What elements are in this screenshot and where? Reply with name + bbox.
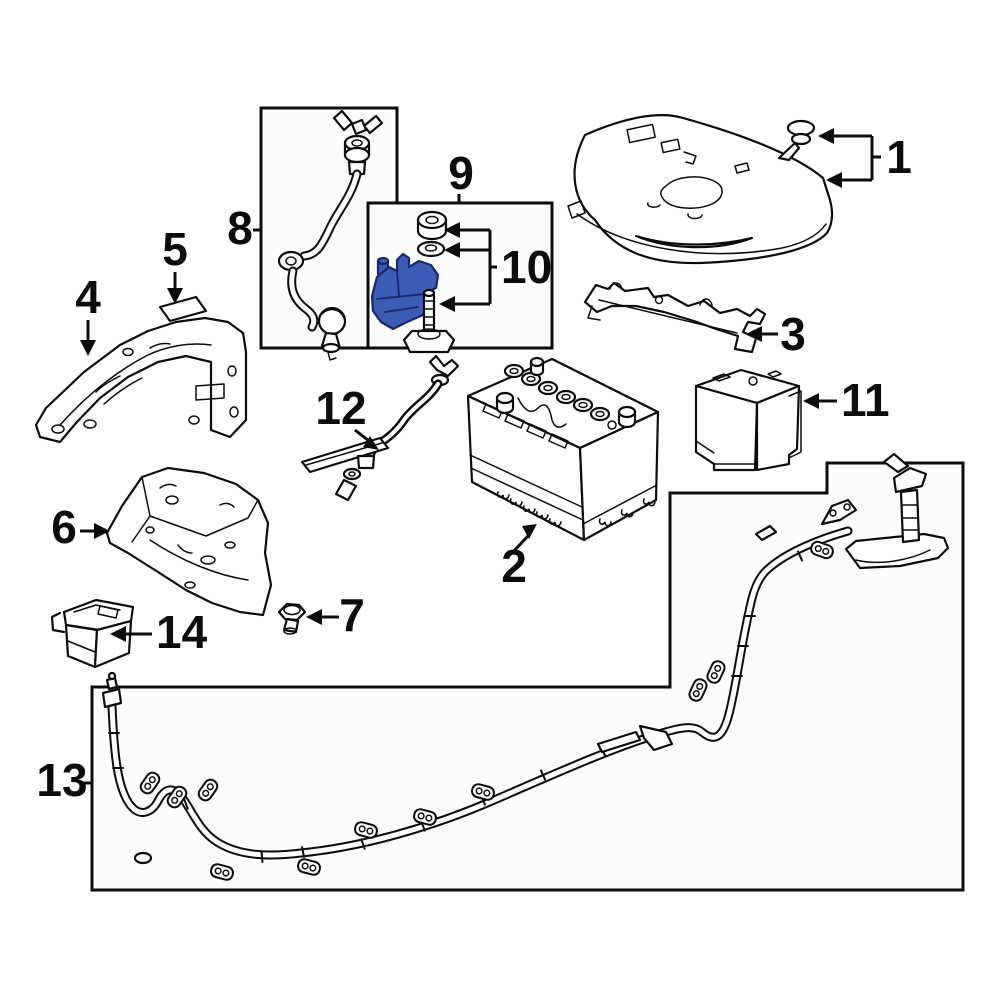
battery-shield-drawing [105,466,273,617]
battery-vent-caps [503,363,611,422]
bolt-drawing [277,602,307,635]
callout-7: 7 [306,589,365,641]
callout-12: 12 [315,382,379,450]
callout-label-11: 11 [841,374,890,426]
nut-washer-drawing [416,210,448,258]
callout-label-5: 5 [162,223,188,275]
callout-label-14: 14 [156,606,208,658]
callout-8: 8 [227,202,261,254]
part-13-boundary-box [90,461,965,892]
callout-label-10: 10 [501,241,552,293]
callout-3: 3 [746,308,806,360]
callout-label-13: 13 [36,754,87,806]
harness-upright-bracket [754,452,950,570]
callout-10: 10 [439,222,552,312]
relay-box-cover-drawing [694,368,802,472]
callout-9: 9 [448,147,474,203]
callout-2: 2 [501,524,537,592]
harness-clips [133,540,834,881]
wiring-harness-drawing [101,452,950,881]
callout-11: 11 [803,374,890,426]
battery-drawing [466,356,660,542]
callout-label-1: 1 [886,131,912,183]
callout-label-7: 7 [339,589,365,641]
harness-end-connector [101,687,123,709]
callout-label-8: 8 [227,202,253,254]
callout-5: 5 [162,223,188,304]
callout-label-12: 12 [315,382,366,434]
battery-cover-drawing [567,114,834,265]
pad-label-drawing [158,295,208,323]
callout-4: 4 [75,271,101,356]
hold-down-bracket-drawing [583,281,767,354]
cover-push-pin-drawing [777,119,816,162]
callout-13: 13 [36,754,92,806]
callout-14: 14 [110,606,208,658]
callout-label-4: 4 [75,271,101,323]
support-bracket-drawing [34,316,248,444]
battery-cable-drawing [277,109,384,361]
callout-label-9: 9 [448,147,474,199]
battery-posts [495,356,637,429]
callout-label-2: 2 [501,540,527,592]
sensor-bolt-drawing [402,288,456,354]
callout-1: 1 [818,128,912,188]
callout-6: 6 [51,501,110,553]
callout-label-6: 6 [51,501,77,553]
callout-label-3: 3 [780,308,806,360]
highlighted-battery-sensor-drawing [370,252,440,331]
